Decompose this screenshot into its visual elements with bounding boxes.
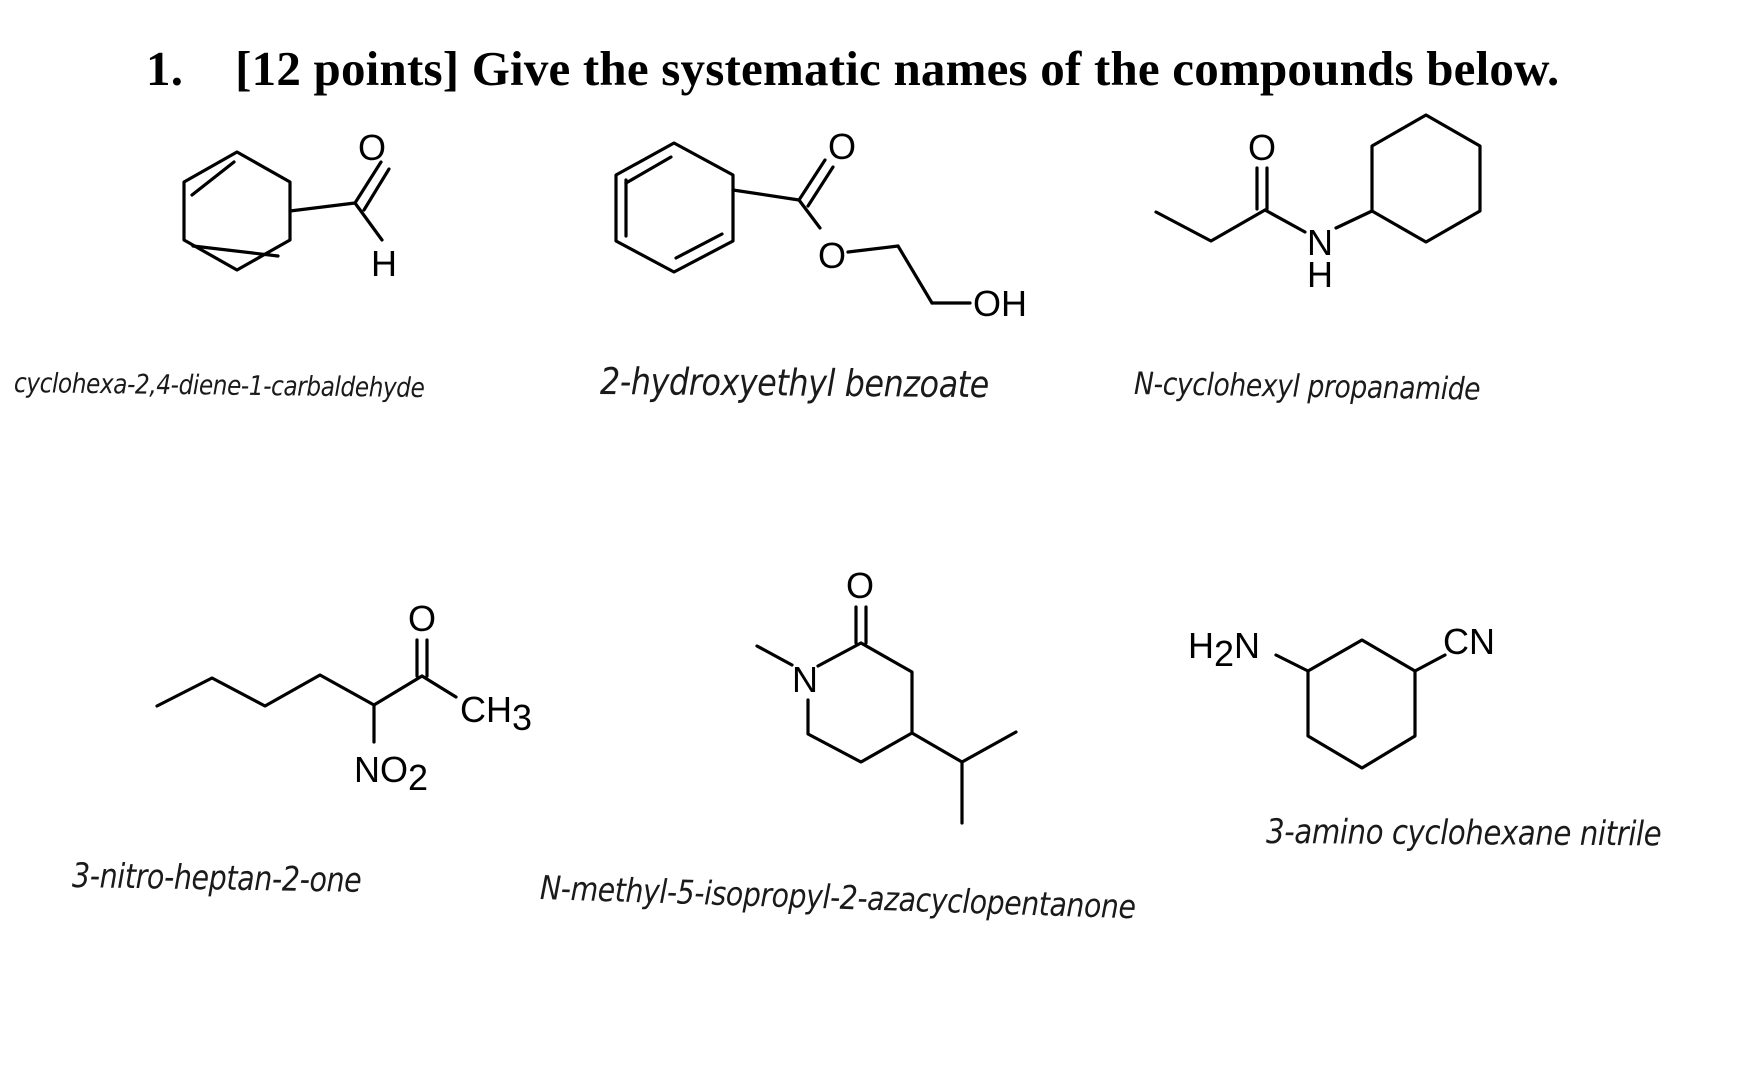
structure-3-cyclohexyl-propanamide: O N H <box>1154 113 1482 295</box>
structure-3-bond <box>1334 209 1374 230</box>
structure-4-atom-label: O <box>408 598 436 639</box>
structure-1-atom-label: H <box>371 243 397 284</box>
handwritten-answer-6: 3-amino cyclohexane nitrile <box>1265 812 1662 855</box>
structure-3-atom-label: H <box>1307 254 1333 295</box>
structure-4-label-part: CH <box>460 689 512 730</box>
structure-4-label-subscript: 2 <box>408 757 428 798</box>
structure-2-atom-label: OH <box>973 283 1027 324</box>
structure-2-carbonyl-bond <box>797 158 827 202</box>
structure-4-carbon-chain <box>155 673 424 708</box>
structure-1-atom-label: O <box>358 127 386 168</box>
question-text: [12 points] Give the systematic names of… <box>235 41 1560 96</box>
question-title: 1. [12 points] Give the systematic names … <box>146 40 1559 97</box>
structure-1-diene-carbaldehyde: O H <box>182 127 397 284</box>
handwritten-answer-3: N-cyclohexyl propanamide <box>1133 366 1481 408</box>
structure-5-bond <box>816 641 863 668</box>
structure-3-atom-label: O <box>1248 127 1276 168</box>
structure-5-ring-bonds <box>806 641 914 764</box>
structure-6-atom-label: CN <box>1443 621 1495 662</box>
structure-6-label-part: H <box>1188 625 1214 666</box>
structure-5-isopropyl-bond <box>910 731 964 764</box>
structure-3-cyclohexyl-ring <box>1370 113 1482 244</box>
structure-6-bond <box>1413 653 1447 673</box>
structure-1-bond <box>288 201 357 213</box>
structure-6-aminocyclohexanecarbonitrile: H2N CN <box>1188 621 1495 770</box>
structure-2-ring-double-bond <box>624 155 673 185</box>
structure-1-ring-double-bond <box>191 244 280 258</box>
structure-3-bond <box>1263 208 1307 234</box>
handwritten-answer-2: 2-hydroxyethyl benzoate <box>599 360 990 407</box>
structure-4-atom-label: CH3 <box>460 689 532 738</box>
structure-2-bond <box>896 244 934 305</box>
structure-4-label-subscript: 3 <box>512 697 532 738</box>
structure-6-bond <box>1274 653 1310 673</box>
handwritten-answer-1: cyclohexa-2,4-diene-1-carbaldehyde <box>13 368 425 404</box>
structure-6-ring <box>1306 638 1417 770</box>
structure-1-bond <box>353 201 384 242</box>
structure-2-carbonyl-bond <box>806 165 835 208</box>
structure-4-bond <box>420 674 458 699</box>
structure-6-label-subscript: 2 <box>1214 633 1234 674</box>
structure-2-ring <box>614 141 735 274</box>
structure-4-label-part: NO <box>354 749 408 790</box>
structure-5-isopropyl-bond <box>960 730 1018 764</box>
structure-5-n-methyl-bond <box>755 644 794 667</box>
structure-4-nitroheptanone: O CH3 NO2 <box>155 598 532 798</box>
structure-5-atom-label: O <box>846 565 874 606</box>
structure-6-label-part: N <box>1234 625 1260 666</box>
structure-5-methyl-isopropyl-lactam: O N <box>755 565 1018 825</box>
question-number: 1. <box>146 41 184 96</box>
structure-2-bond <box>846 244 900 254</box>
structure-5-atom-label: N <box>792 659 818 700</box>
structure-2-bond <box>731 188 801 202</box>
structure-2-atom-label: O <box>828 126 856 167</box>
structure-6-atom-label: H2N <box>1188 625 1260 674</box>
structure-3-atom-label: N <box>1307 222 1333 263</box>
structure-1-carbonyl-bond <box>353 160 383 205</box>
structure-1-carbonyl-bond <box>362 167 391 212</box>
structure-3-ethyl-chain <box>1154 208 1267 243</box>
structure-1-ring <box>182 150 292 272</box>
structure-2-atom-label: O <box>818 235 846 276</box>
structure-2-ring-double-bond <box>674 232 724 260</box>
structure-4-atom-label: NO2 <box>354 749 428 798</box>
structure-1-ring-double-bond <box>190 160 236 197</box>
structure-2-hydroxyethyl-benzoate: O O OH <box>614 126 1027 324</box>
structure-2-bond <box>797 198 822 230</box>
handwritten-answer-4: 3-nitro-heptan-2-one <box>71 856 362 901</box>
